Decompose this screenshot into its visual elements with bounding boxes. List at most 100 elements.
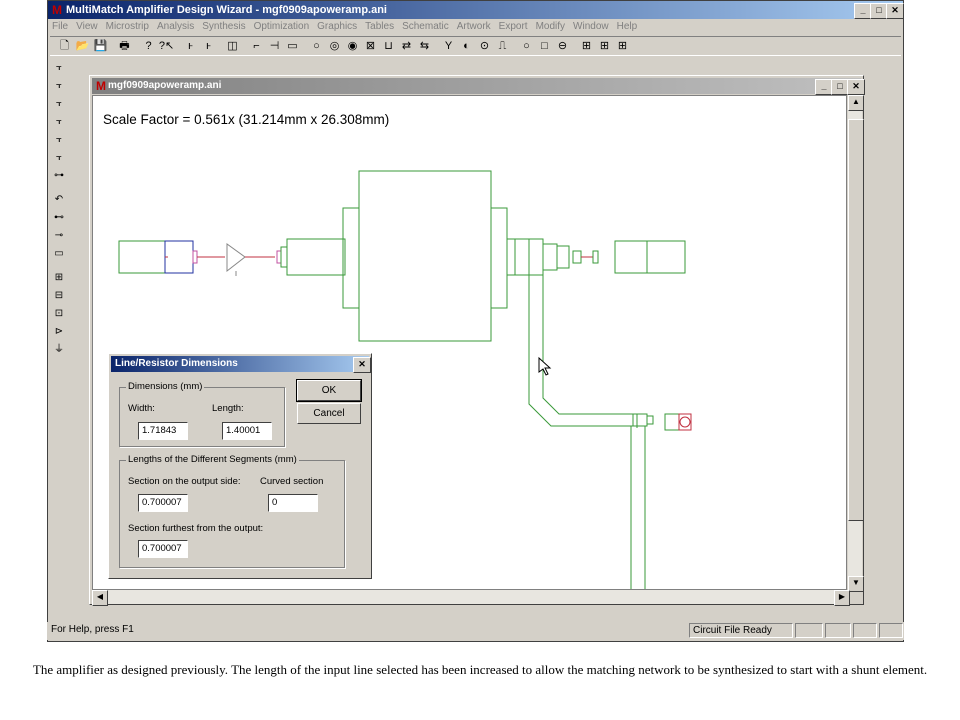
new-file-icon[interactable]: 🗋 xyxy=(60,40,69,52)
circle-y-icon[interactable]: Y xyxy=(444,40,453,52)
input-port-pad xyxy=(118,240,166,274)
menu-graphics[interactable]: Graphics xyxy=(317,21,358,32)
series-b-icon[interactable]: ⊸ xyxy=(54,230,64,241)
slide-caption: The amplifier as designed previously. Th… xyxy=(32,662,928,677)
menu-help[interactable]: Help xyxy=(616,21,638,32)
menu-analysis[interactable]: Analysis xyxy=(156,21,195,32)
pulse-icon[interactable]: ⎍ xyxy=(498,40,507,52)
context-help-icon[interactable]: ?↖ xyxy=(158,40,175,52)
app-title: MultiMatch Amplifier Design Wizard - mgf… xyxy=(66,4,387,16)
grid-a-icon[interactable]: ⊞ xyxy=(581,40,592,52)
curved-section-input[interactable]: 0 xyxy=(268,494,318,512)
line-resistor-dialog: Line/Resistor Dimensions ✕ Dimensions (m… xyxy=(108,353,372,579)
scroll-right-icon[interactable]: ▶ xyxy=(834,590,850,606)
grid-b-icon[interactable]: ⊞ xyxy=(599,40,610,52)
undo-icon[interactable]: ↶ xyxy=(54,194,64,205)
save-icon[interactable]: 💾 xyxy=(93,40,108,52)
circle-b-icon[interactable]: ◎ xyxy=(329,40,340,52)
line-icon[interactable]: ▭ xyxy=(54,248,64,259)
dialog-close-icon[interactable]: ✕ xyxy=(353,357,371,373)
output-side-label: Section on the output side: xyxy=(128,476,241,487)
circle-minus-icon[interactable]: ⊖ xyxy=(557,40,568,52)
status-panel-4 xyxy=(879,623,903,638)
status-panel-1 xyxy=(795,623,823,638)
shunt-d-icon[interactable]: ⫟ xyxy=(55,116,63,127)
curved-section-label: Curved section xyxy=(260,476,324,487)
circle-a-icon[interactable]: ○ xyxy=(313,40,320,52)
circle-box-icon[interactable]: ⊡ xyxy=(54,308,64,319)
minus-box-icon[interactable]: ⊟ xyxy=(54,290,64,301)
circuit-layout xyxy=(118,170,692,589)
print-icon[interactable]: 🖶 xyxy=(119,40,130,52)
status-state-text: Circuit File Ready xyxy=(689,623,793,638)
shunt-c-icon[interactable]: ⫟ xyxy=(55,98,63,109)
plus-box-icon[interactable]: ⊞ xyxy=(54,272,64,283)
menu-microstrip[interactable]: Microstrip xyxy=(105,21,149,32)
segments-group: Lengths of the Different Segments (mm) S… xyxy=(119,454,345,568)
width-label: Width: xyxy=(128,403,155,414)
menu-artwork[interactable]: Artwork xyxy=(456,21,491,32)
help-icon[interactable]: ? xyxy=(145,40,152,52)
width-input[interactable]: 1.71843 xyxy=(138,422,188,440)
box-icon[interactable]: ▭ xyxy=(287,40,298,52)
ground-icon[interactable]: ⏚ xyxy=(54,344,64,355)
series-a-icon[interactable]: ⊷ xyxy=(54,212,64,223)
menu-synthesis[interactable]: Synthesis xyxy=(202,21,246,32)
child-logo-icon: M xyxy=(96,79,106,93)
status-bar: For Help, press F1 Circuit File Ready xyxy=(47,622,904,640)
fork-a-icon[interactable]: ⱶ xyxy=(188,40,193,52)
output-port-pad xyxy=(614,240,648,274)
dimensions-group: Dimensions (mm) Width: Length: 1.71843 1… xyxy=(119,381,285,447)
fork-b-icon[interactable]: ⱶ xyxy=(206,40,211,52)
close-icon[interactable]: ✕ xyxy=(886,3,904,19)
grid-c-icon[interactable]: ⊞ xyxy=(617,40,628,52)
horizontal-scrollbar[interactable]: ◀ ▶ xyxy=(92,590,850,606)
output-side-input[interactable]: 0.700007 xyxy=(138,494,188,512)
open-folder-icon[interactable]: 📂 xyxy=(75,40,90,52)
square-x-icon[interactable]: ⊠ xyxy=(365,40,376,52)
series-line-icon[interactable]: ⊶ xyxy=(54,170,64,181)
circle-arrow-icon[interactable]: ◐ xyxy=(463,40,470,52)
scroll-up-icon[interactable]: ▲ xyxy=(848,95,864,111)
menu-view[interactable]: View xyxy=(76,21,98,32)
input-match-line xyxy=(286,238,346,276)
cross-icon[interactable]: ⊣ xyxy=(269,40,280,52)
menu-window[interactable]: Window xyxy=(573,21,609,32)
shunt-e-icon[interactable]: ⫟ xyxy=(55,134,63,145)
menu-tables[interactable]: Tables xyxy=(365,21,395,32)
dialog-title-bar[interactable]: Line/Resistor Dimensions ✕ xyxy=(111,356,371,373)
junction-icon[interactable]: ⊔ xyxy=(384,40,393,52)
transistor-pad xyxy=(358,170,492,342)
shunt-b-icon[interactable]: ⫟ xyxy=(55,80,63,91)
layout-window-title-bar[interactable]: M mgf0909apoweramp.ani _ □ ✕ xyxy=(92,78,865,95)
arrow-box-icon[interactable]: ⊳ xyxy=(54,326,64,337)
menu-file[interactable]: File xyxy=(52,21,69,32)
ok-button[interactable]: OK xyxy=(296,379,362,402)
menu-export[interactable]: Export xyxy=(498,21,528,32)
length-input[interactable]: 1.40001 xyxy=(222,422,272,440)
circle-o-icon[interactable]: ○ xyxy=(523,40,530,52)
layout-window-title: mgf0909apoweramp.ani xyxy=(108,80,222,91)
square-o-icon[interactable]: □ xyxy=(541,40,548,52)
shunt-a-icon[interactable]: ⫟ xyxy=(55,62,63,73)
app-title-bar[interactable]: M MultiMatch Amplifier Design Wizard - m… xyxy=(48,1,904,19)
status-panel-3 xyxy=(853,623,877,638)
scroll-down-icon[interactable]: ▼ xyxy=(848,576,864,592)
circle-c-icon[interactable]: ◉ xyxy=(347,40,358,52)
shunt-f-icon[interactable]: ⫟ xyxy=(55,152,63,163)
scroll-left-icon[interactable]: ◀ xyxy=(92,590,108,606)
equals-icon[interactable]: ⇄ xyxy=(401,40,412,52)
menu-modify[interactable]: Modify xyxy=(535,21,566,32)
child-close-icon[interactable]: ✕ xyxy=(847,79,865,95)
dc-icon[interactable]: ◫ xyxy=(227,40,238,52)
furthest-section-input[interactable]: 0.700007 xyxy=(138,540,188,558)
cancel-button[interactable]: Cancel xyxy=(297,403,361,424)
vertical-scroll-thumb[interactable] xyxy=(848,119,864,521)
circle-dot-icon[interactable]: ⊙ xyxy=(479,40,490,52)
tee-line-icon[interactable]: ⌐ xyxy=(253,40,260,52)
vertical-scrollbar[interactable]: ▲ ▼ xyxy=(848,95,864,592)
menu-schematic[interactable]: Schematic xyxy=(402,21,449,32)
status-help-text: For Help, press F1 xyxy=(51,624,134,635)
arrows-icon[interactable]: ⇆ xyxy=(419,40,430,52)
menu-optimization[interactable]: Optimization xyxy=(253,21,310,32)
